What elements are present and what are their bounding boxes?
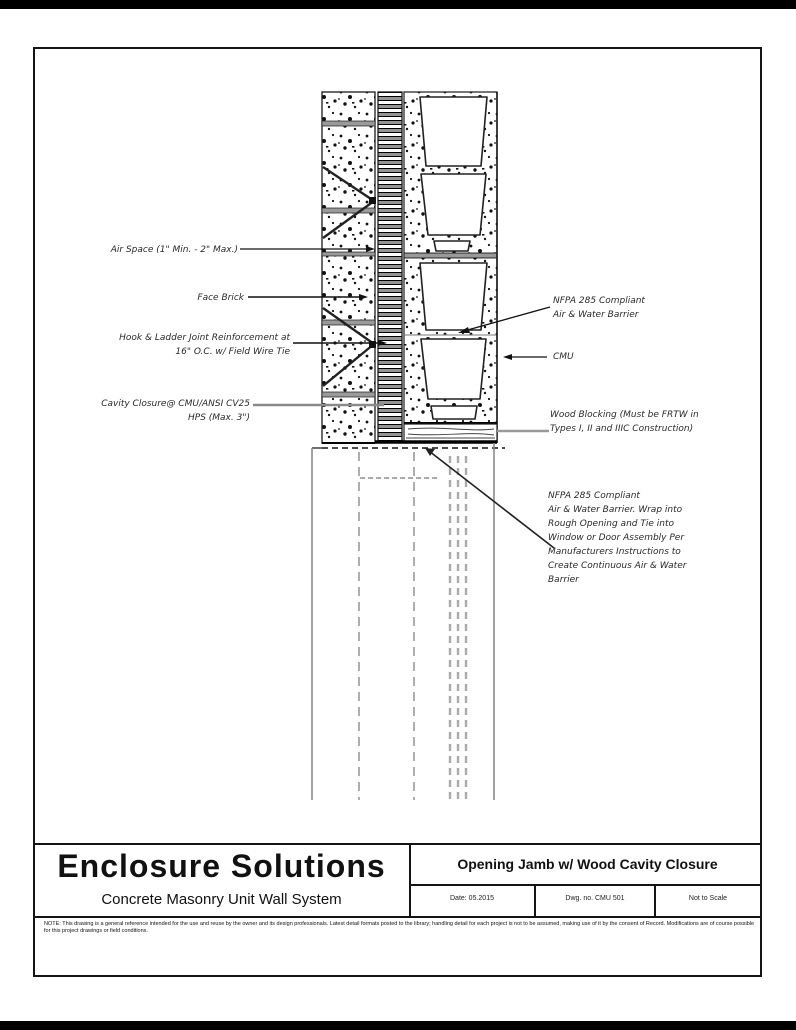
title-block-divider-1 [409,843,411,918]
callout-wood-blocking: Wood Blocking (Must be FRTW in Types I, … [550,410,699,434]
face-brick-column [321,91,376,444]
sheet-border [33,47,762,977]
callout-face-brick: Face Brick [197,293,244,303]
callout-barrier-upper: NFPA 285 Compliant Air & Water Barrier [553,296,645,320]
company-name: Enclosure Solutions [57,848,386,884]
rough-opening-lines [311,443,505,800]
drawing-title: Opening Jamb w/ Wood Cavity Closure [457,856,718,872]
disclaimer-note: NOTE: This drawing is a general referenc… [44,921,755,934]
top-letterbox-bar [0,0,796,9]
bottom-letterbox-bar [0,1021,796,1030]
drawing-number-cell: Dwg. no. CMU 501 [565,895,625,902]
wood-blocking [375,423,498,444]
callout-joint-reinforcement: Hook & Ladder Joint Reinforcement at 16"… [119,333,290,357]
callout-cmu: CMU [553,352,574,362]
title-block-top-rule [33,843,762,845]
title-block-mid-rule [410,884,762,886]
title-block-divider-3 [654,884,656,918]
wire-ties [322,166,375,387]
title-block-bottom-rule [33,916,762,918]
system-name: Concrete Masonry Unit Wall System [101,891,342,908]
cmu-cores [419,96,488,420]
cmu-column [403,91,498,443]
callout-cavity-closure: Cavity Closure@ CMU/ANSI CV25 HPS (Max. … [101,399,250,423]
scale-cell: Not to Scale [688,895,728,902]
date-cell: Date: 05.2015 [450,895,494,902]
title-block-divider-2 [534,884,536,918]
callout-air-space: Air Space (1" Min. - 2" Max.) [110,245,238,255]
leader-lines [240,246,555,549]
callout-barrier-wrap: NFPA 285 Compliant Air & Water Barrier. … [548,491,687,585]
barrier-strip [377,91,403,443]
